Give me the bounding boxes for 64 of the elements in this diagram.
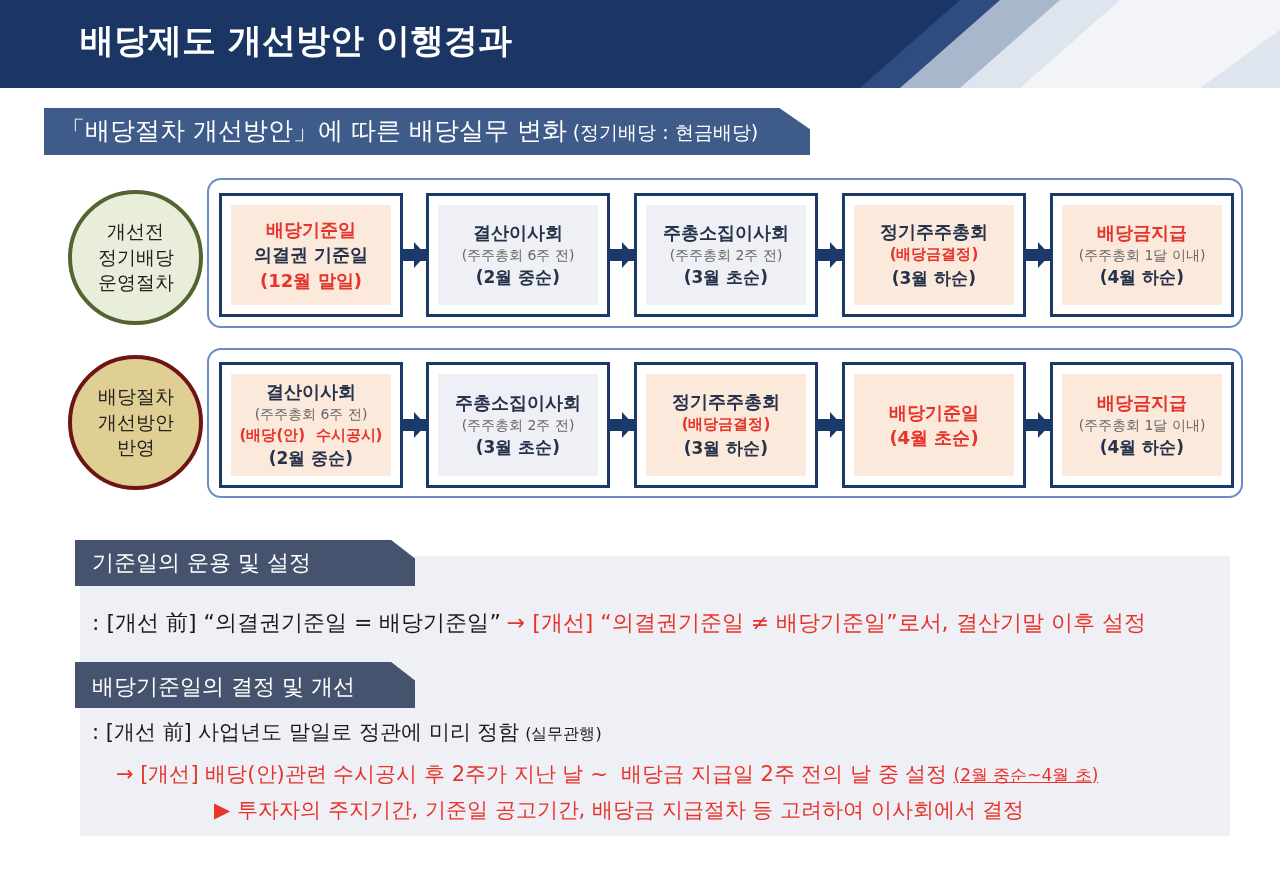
step-box (842, 362, 1026, 488)
step-title: (12월 말일) (260, 268, 362, 293)
step-date: (3월 하순) (891, 267, 977, 291)
step-box (634, 193, 818, 317)
step-box (842, 193, 1026, 317)
note-text: : [개선 前] “의결권기준일 = 배당기준일” (92, 610, 501, 635)
step-note: (배당(안) 수시공시) (239, 424, 383, 446)
step-title: 배당기준일 (266, 218, 356, 243)
step-title: 주총소집이사회 (455, 390, 581, 415)
arrow (818, 412, 842, 438)
note-text: : [개선 前] 사업년도 말일로 정관에 미리 정함 (92, 720, 520, 744)
step-title: 배당기준일 (889, 400, 979, 425)
step-note: (배당금결정) (889, 244, 979, 266)
tab-heading: 기준일의 운용 및 설정 (92, 550, 311, 575)
step-title: 배당금지급 (1097, 220, 1187, 245)
arrow (1026, 242, 1050, 268)
step-title: 정기주주총회 (672, 390, 780, 415)
step-note: (주주총회 1달 이내) (1078, 246, 1206, 266)
step-date: (2월 중순) (268, 447, 354, 471)
step-note: (배당금결정) (681, 414, 771, 436)
note-text: → [개선] 배당(안)관련 수시공시 후 2주가 지난 날 ~ 배당금 지급일 2주 전의 날 중 설정 (116, 762, 948, 786)
note-text: → [개선] “의결권기준일 ≠ 배당기준일”로서, 결산기말 이후 설정 (506, 610, 1146, 635)
step-date: (4월 하순) (1099, 436, 1185, 460)
step-date: (3월 초순) (475, 436, 561, 460)
section-subheading: (정기배당 : 현금배당) (572, 121, 759, 143)
step-box (219, 362, 403, 488)
step-title: 정기주주총회 (880, 220, 988, 245)
step-title: 결산이사회 (266, 380, 356, 405)
page-title: 배당제도 개선방안 이행경과 (80, 19, 512, 62)
arrow (403, 412, 426, 438)
section-heading: 「배당절차 개선방안」에 따른 배당실무 변화 (60, 116, 567, 145)
step-box (1050, 193, 1234, 317)
step-box (1050, 362, 1234, 488)
step-note: (주주총회 2주 전) (669, 246, 783, 266)
arrow (403, 242, 426, 268)
step-date: (2월 중순) (475, 266, 561, 290)
step-title: 배당금지급 (1097, 390, 1187, 415)
step-date: (4월 하순) (1099, 266, 1185, 290)
step-title: 주총소집이사회 (663, 220, 789, 245)
step-note: (주주총회 6주 전) (461, 246, 575, 266)
arrow (610, 242, 634, 268)
arrow (610, 412, 634, 438)
stage-circle: 배당절차 개선방안 반영 (68, 355, 203, 490)
panel-frame (207, 348, 1243, 498)
step-date: (3월 초순) (683, 266, 769, 290)
step-box (634, 362, 818, 488)
tab-heading: 배당기준일의 결정 및 개선 (92, 674, 355, 699)
stage-circle: 개선전 정기배당 운영절차 (68, 190, 203, 325)
arrow (1026, 412, 1050, 438)
panel-frame (207, 178, 1243, 328)
step-note: (주주총회 2주 전) (461, 416, 575, 436)
step-box (219, 193, 403, 317)
step-note: (주주총회 1달 이내) (1078, 416, 1206, 436)
step-box (426, 193, 610, 317)
step-date: (3월 하순) (683, 437, 769, 461)
step-box (426, 362, 610, 488)
note-text: ▶ 투자자의 주지기간, 기준일 공고기간, 배당금 지급절차 등 고려하여 이사회에서 결정 (214, 798, 1025, 822)
note-aside: (2월 중순~4월 초) (953, 765, 1099, 785)
step-title: (4월 초순) (889, 426, 979, 450)
step-title: 의결권 기준일 (253, 243, 369, 268)
note-aside: (실무관행) (525, 724, 602, 743)
step-title: 결산이사회 (473, 220, 563, 245)
step-note: (주주총회 6주 전) (254, 405, 368, 425)
arrow (818, 242, 842, 268)
